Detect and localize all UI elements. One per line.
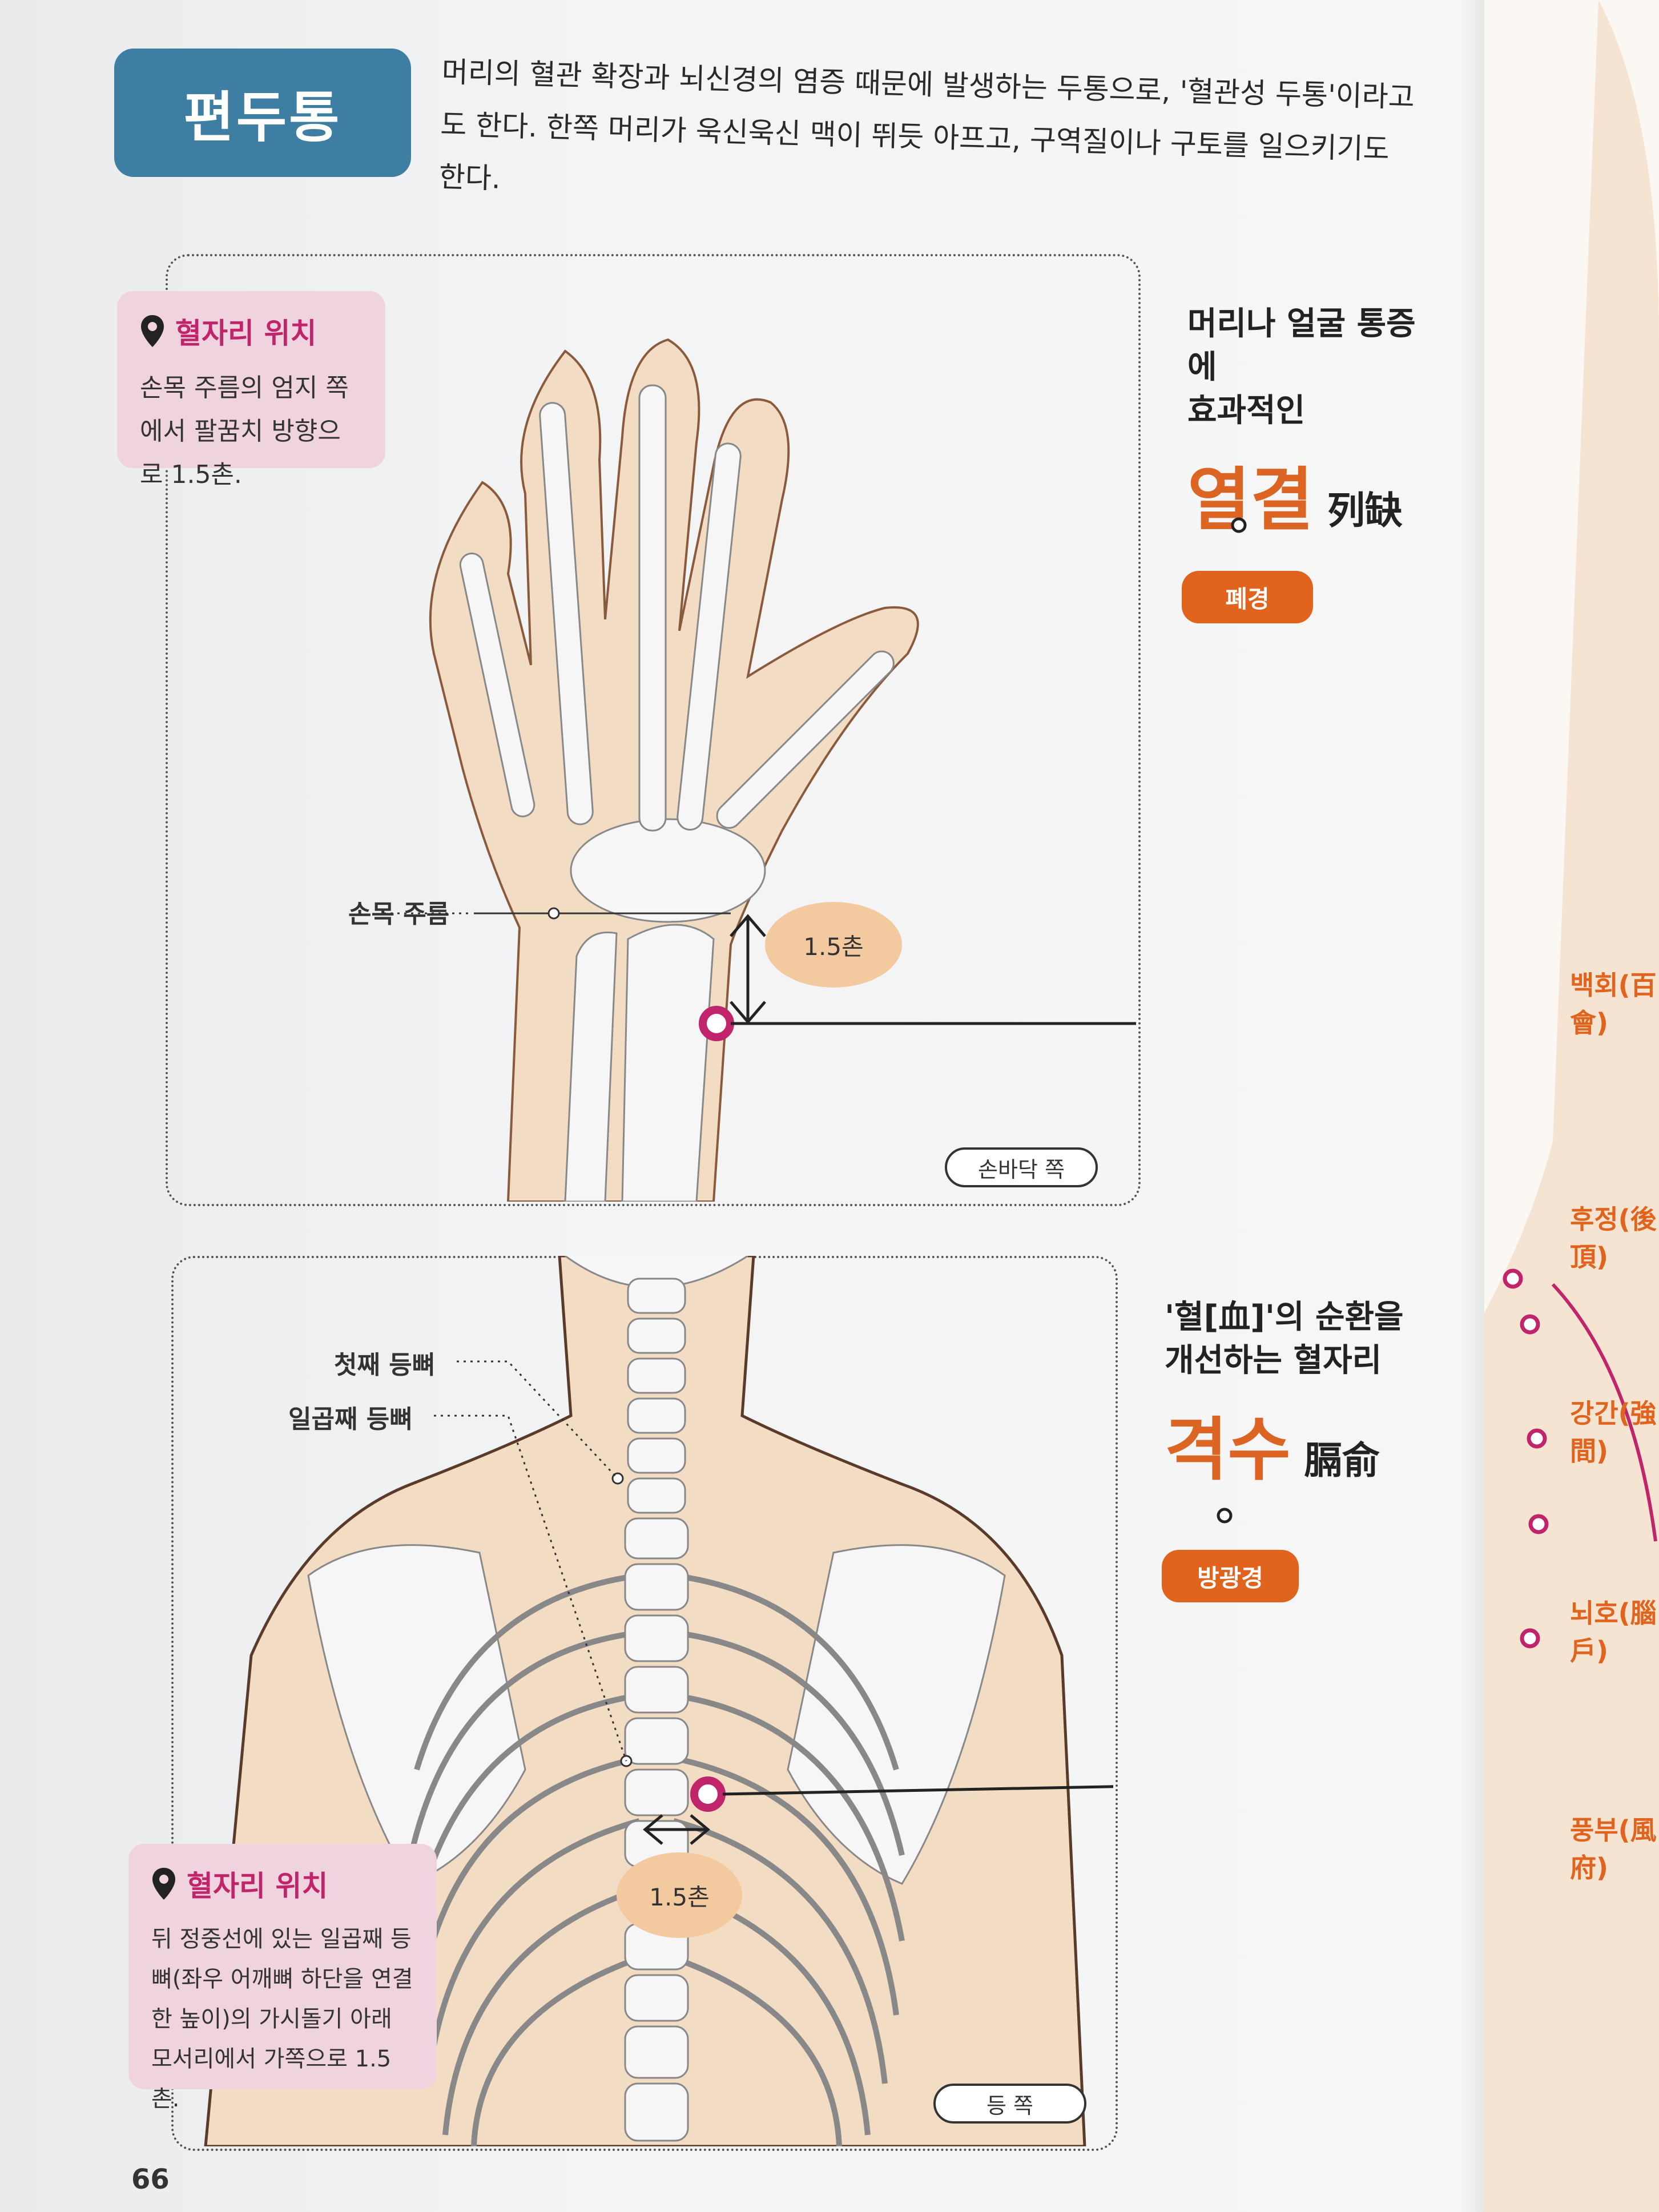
location-text: 손목 주름의 엄지 쪽에서 팔꿈치 방향으로 1.5촌.: [140, 373, 349, 489]
adjacent-item-2: 후정(後頂): [1570, 1204, 1657, 1272]
connector-end-dot: [1231, 517, 1247, 533]
meridian-badge-1: 폐경: [1182, 571, 1313, 623]
connector-line: [731, 1022, 1136, 1025]
wrist-crease-label: 손목 주름: [348, 900, 450, 929]
seventh-vertebra-label: 일곱째 등뼈: [288, 1405, 413, 1434]
gyeoksu-acupoint: [690, 1776, 726, 1812]
point-name-korean: 격수: [1165, 1411, 1291, 1490]
book-page: 편두통 머리의 혈관 확장과 뇌신경의 염증 때문에 발생하는 두통으로, '혈…: [0, 0, 1496, 2212]
page-number: 66: [131, 2163, 170, 2195]
left-scapula: [307, 1544, 526, 1885]
finger-bones: [459, 384, 895, 832]
location-box-2: 혈자리 위치 뒤 정중선에 있는 일곱째 등뼈(좌우 어깨뼈 하단을 연결한 높…: [128, 1844, 437, 2112]
adjacent-item-1: 백회(百會): [1570, 970, 1657, 1038]
point-name-hanja: 列缺: [1327, 489, 1403, 533]
map-pin-icon: [152, 1868, 175, 1900]
section-title: 편두통: [183, 86, 342, 150]
adjacent-item-5: 풍부(風府): [1570, 1815, 1657, 1883]
point-subtitle-line1: 머리나 얼굴 통증에: [1187, 305, 1416, 386]
connector-line-2: [722, 1785, 1113, 1796]
adjacent-item-4: 뇌호(腦戶): [1570, 1598, 1657, 1666]
connector-end-dot-2: [1217, 1508, 1233, 1524]
adjacent-page: 백회(百會) 후정(後頂) 강간(強間) 뇌호(腦戶) 풍부(風府): [1484, 0, 1659, 2212]
point-subtitle-line2: 개선하는 혈자리: [1165, 1342, 1382, 1379]
point-subtitle-line2: 효과적인: [1187, 392, 1306, 429]
view-label-pill-1: 손바닥 쪽: [945, 1147, 1098, 1187]
wrist-crease-marker: [547, 907, 560, 920]
location-title: 혈자리 위치: [175, 317, 317, 350]
map-pin-icon: [141, 315, 164, 347]
point-name-korean: 열결: [1187, 461, 1314, 540]
distance-bubble-2: 1.5촌: [617, 1852, 742, 1938]
location-box-1: 혈자리 위치 손목 주름의 엄지 쪽에서 팔꿈치 방향으로 1.5촌.: [117, 291, 385, 489]
section-title-badge: 편두통: [114, 49, 411, 177]
point-subtitle-line1: '혈[血]'의 순환을: [1165, 1299, 1404, 1336]
wrist-skeleton-illustration: [382, 338, 1136, 1202]
point-info-2: '혈[血]'의 순환을 개선하는 혈자리 격수 膈俞: [1165, 1296, 1422, 1493]
spine: [624, 1278, 689, 2142]
first-vertebra-label: 첫째 등뼈: [334, 1351, 436, 1380]
point-name-hanja: 膈俞: [1304, 1439, 1380, 1482]
view-label-pill-2: 등 쪽: [933, 2084, 1086, 2124]
adjacent-item-3: 강간(強間): [1570, 1398, 1657, 1466]
first-vertebra-leader: [457, 1360, 619, 1480]
adjacent-illustration: [1484, 0, 1659, 2212]
yeolgyeol-acupoint: [699, 1006, 734, 1041]
point-info-1: 머리나 얼굴 통증에 효과적인 열결 列缺: [1187, 303, 1427, 543]
ulna-bone: [564, 931, 618, 1202]
first-vertebra-marker: [611, 1472, 624, 1485]
location-title: 혈자리 위치: [187, 1869, 328, 1903]
intro-paragraph: 머리의 혈관 확장과 뇌신경의 염증 때문에 발생하는 두통으로, '혈관성 두…: [438, 55, 1415, 195]
meridian-badge-2: 방광경: [1162, 1550, 1299, 1602]
right-scapula: [787, 1544, 1006, 1885]
distance-bubble-1: 1.5촌: [765, 902, 902, 988]
panel-wrist: [166, 254, 1141, 1206]
radius-bone: [621, 924, 715, 1202]
carpal-bones: [570, 818, 766, 923]
location-text: 뒤 정중선에 있는 일곱째 등뼈(좌우 어깨뼈 하단을 연결한 높이)의 가시돌…: [151, 1926, 413, 2112]
